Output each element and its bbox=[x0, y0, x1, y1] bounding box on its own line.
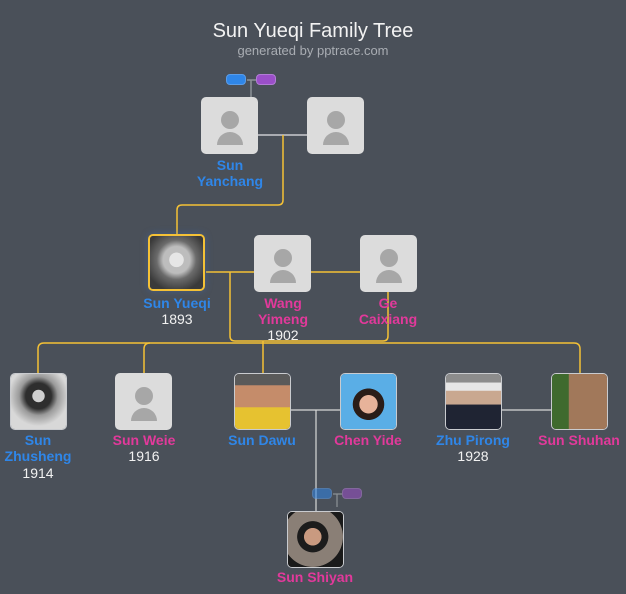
birth-year: 1893 bbox=[161, 311, 193, 327]
portrait-photo bbox=[288, 512, 343, 567]
person-label[interactable]: Sun Zhusheng bbox=[0, 432, 98, 464]
person-sun-zhusheng[interactable] bbox=[10, 373, 67, 430]
person-sun-shiyan[interactable] bbox=[287, 511, 344, 568]
person-placeholder-body bbox=[216, 132, 243, 145]
person-placeholder-body bbox=[322, 132, 349, 145]
person-ge-caixiang[interactable] bbox=[360, 235, 417, 292]
person-placeholder-body bbox=[375, 270, 402, 283]
birth-year: 1902 bbox=[267, 327, 299, 343]
person-label[interactable]: Sun Shuhan bbox=[519, 432, 626, 448]
portrait-photo bbox=[341, 374, 396, 429]
name: Wang bbox=[264, 295, 302, 311]
portrait-photo bbox=[446, 374, 501, 429]
page-subtitle: generated by pptrace.com bbox=[237, 43, 389, 58]
person-label[interactable]: Sun Yanchang bbox=[170, 157, 290, 189]
person-sun-dawu[interactable] bbox=[234, 373, 291, 430]
person-sun-yueqi[interactable] bbox=[148, 234, 205, 291]
expand-mother-button[interactable] bbox=[342, 488, 362, 499]
person-label[interactable]: Wang Yimeng bbox=[223, 295, 343, 327]
person-placeholder-icon bbox=[220, 111, 239, 129]
name: Sun Yueqi bbox=[143, 295, 211, 311]
person-placeholder-icon bbox=[326, 111, 345, 129]
page-title: Sun Yueqi Family Tree bbox=[212, 20, 414, 42]
birth-year: 1916 bbox=[128, 448, 160, 464]
birth-year: 1928 bbox=[457, 448, 489, 464]
portrait-photo bbox=[11, 374, 66, 429]
person-sun-yanchang[interactable] bbox=[201, 97, 258, 154]
name: Sun bbox=[24, 432, 52, 448]
name: Chen Yide bbox=[334, 432, 402, 448]
person-label[interactable]: Sun Shiyan bbox=[255, 569, 375, 585]
person-label[interactable]: Ge Caixiang bbox=[328, 295, 448, 327]
person-placeholder-body bbox=[269, 270, 296, 283]
name: Sun Weie bbox=[112, 432, 176, 448]
person-sun-shuhan[interactable] bbox=[551, 373, 608, 430]
name: Sun bbox=[216, 157, 244, 173]
portrait-photo bbox=[150, 236, 203, 289]
expand-mother-button[interactable] bbox=[256, 74, 276, 85]
portrait-photo bbox=[235, 374, 290, 429]
name: Sun Shuhan bbox=[538, 432, 620, 448]
person-label[interactable]: Sun Weie bbox=[84, 432, 204, 448]
person-spouse-unknown[interactable] bbox=[307, 97, 364, 154]
person-wang-yimeng[interactable] bbox=[254, 235, 311, 292]
person-sun-weie[interactable] bbox=[115, 373, 172, 430]
name: Yanchang bbox=[196, 173, 264, 189]
expand-father-button[interactable] bbox=[226, 74, 246, 85]
expand-father-button[interactable] bbox=[312, 488, 332, 499]
name: Yimeng bbox=[257, 311, 309, 327]
name: Ge bbox=[378, 295, 398, 311]
person-placeholder-icon bbox=[134, 387, 153, 405]
person-chen-yide[interactable] bbox=[340, 373, 397, 430]
person-placeholder-icon bbox=[379, 249, 398, 267]
name: Sun Dawu bbox=[228, 432, 296, 448]
birth-year: 1914 bbox=[22, 465, 54, 481]
person-label[interactable]: Chen Yide bbox=[308, 432, 428, 448]
person-placeholder-icon bbox=[273, 249, 292, 267]
name: Sun Shiyan bbox=[276, 569, 354, 585]
person-label[interactable]: Sun Dawu bbox=[202, 432, 322, 448]
person-label[interactable]: Sun Yueqi bbox=[117, 295, 237, 311]
person-zhu-pirong[interactable] bbox=[445, 373, 502, 430]
name: Zhu Pirong bbox=[436, 432, 510, 448]
portrait-photo bbox=[552, 374, 607, 429]
person-label[interactable]: Zhu Pirong bbox=[413, 432, 533, 448]
name: Caixiang bbox=[358, 311, 418, 327]
name: Zhusheng bbox=[4, 448, 72, 464]
person-placeholder-body bbox=[130, 408, 157, 421]
